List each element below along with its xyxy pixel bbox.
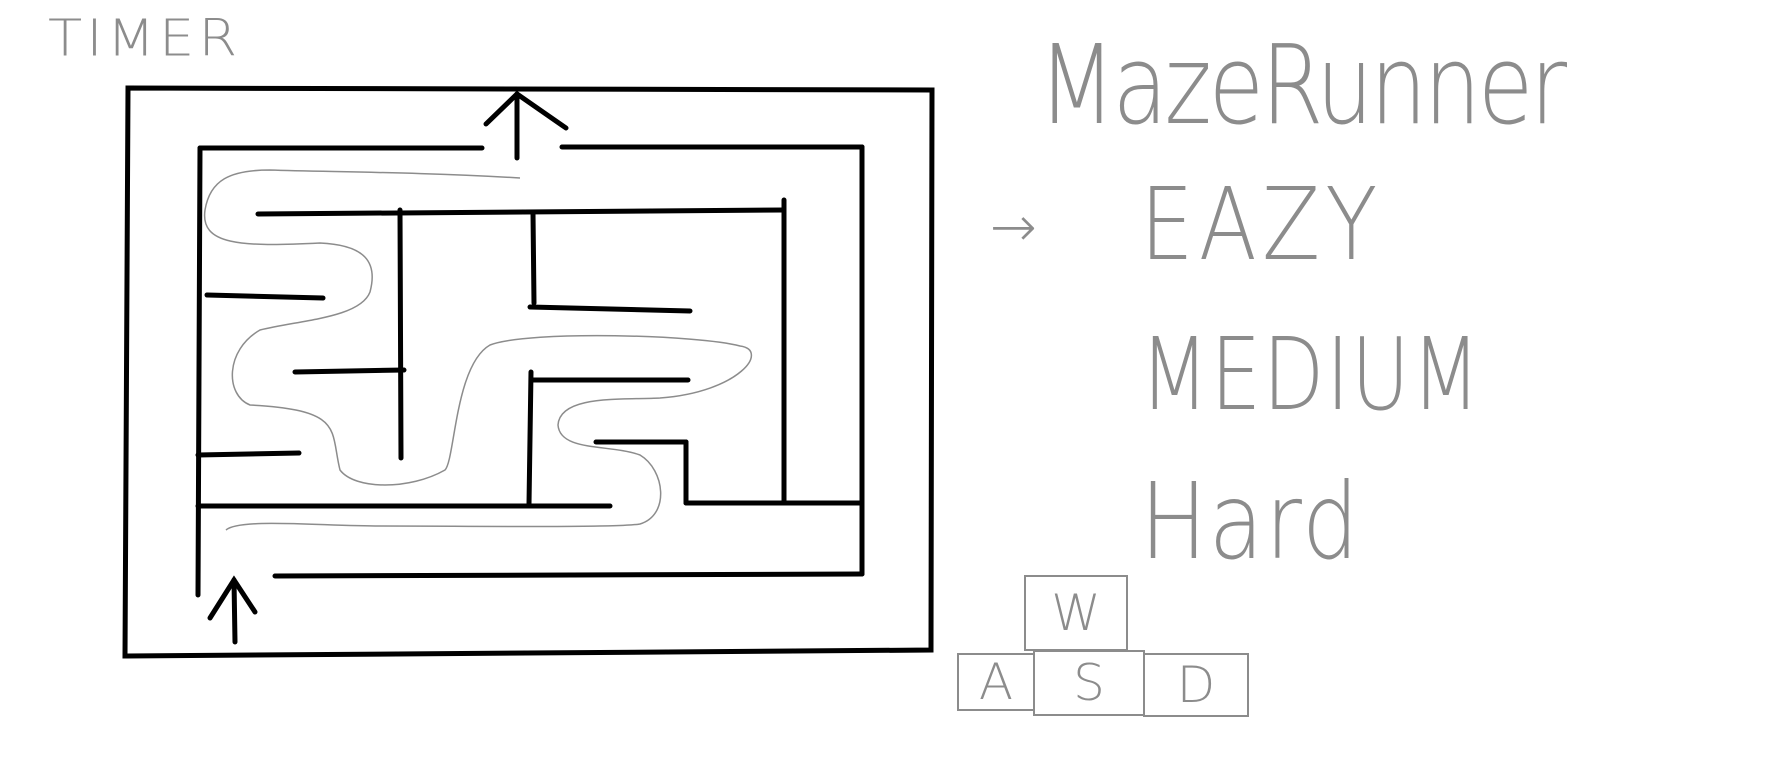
menu-option-easy[interactable]: EAZY bbox=[1140, 166, 1383, 283]
maze-outer-wall bbox=[122, 85, 935, 659]
exit-arrow-icon bbox=[483, 90, 569, 161]
selection-arrow-icon: → bbox=[990, 195, 1037, 260]
key-w-label: W bbox=[1051, 584, 1101, 642]
key-d-label: D bbox=[1176, 656, 1216, 714]
key-a-label: A bbox=[978, 653, 1014, 711]
key-d[interactable]: D bbox=[1143, 653, 1249, 717]
key-a[interactable]: A bbox=[957, 653, 1035, 711]
key-w[interactable]: W bbox=[1024, 575, 1128, 651]
key-s-label: S bbox=[1073, 654, 1105, 712]
maze-wall-v1 bbox=[397, 207, 404, 461]
start-arrow-icon bbox=[207, 575, 258, 645]
maze-wall-v2 bbox=[530, 210, 537, 306]
maze-inner-wall-left bbox=[195, 145, 203, 598]
maze-wall-h2 bbox=[527, 304, 693, 314]
menu-option-hard[interactable]: Hard bbox=[1140, 461, 1361, 583]
maze-inner-wall-bottom bbox=[272, 571, 865, 579]
menu-option-medium[interactable]: MEDIUM bbox=[1140, 316, 1482, 433]
timer-label: TIMER bbox=[48, 9, 242, 68]
maze-wall-stub-2 bbox=[292, 367, 407, 375]
key-s[interactable]: S bbox=[1033, 650, 1145, 716]
solution-path bbox=[203, 169, 753, 531]
game-title: MazeRunner bbox=[1038, 21, 1567, 149]
maze-wall-v3 bbox=[526, 369, 534, 507]
maze-wall-top-inner bbox=[255, 207, 787, 217]
maze-wall-stub-1 bbox=[204, 292, 326, 301]
maze-wall-stub-3 bbox=[195, 450, 302, 458]
